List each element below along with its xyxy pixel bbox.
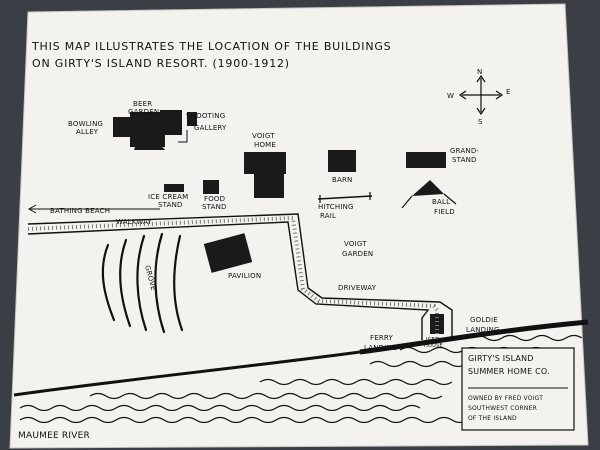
ice-house-building: [430, 314, 444, 334]
compass-north: N: [477, 68, 482, 76]
label-ice-house-2: HOUSE: [424, 343, 443, 349]
label-food-1: FOOD: [204, 195, 225, 203]
label-bathing-beach: BATHING BEACH: [50, 207, 110, 215]
label-voigt-garden-2: GARDEN: [342, 250, 373, 258]
pavilion-building: [203, 233, 253, 273]
label-goldie-1: GOLDIE: [470, 316, 498, 324]
label-ice-cream-2: STAND: [158, 201, 183, 209]
barn-building: [328, 150, 356, 172]
label-hitching-2: RAIL: [320, 212, 336, 220]
label-beer-garden-2: GARDEN: [128, 108, 159, 116]
label-bowling-2: ALLEY: [76, 128, 99, 136]
grandstand-building: [406, 152, 446, 168]
label-ice-cream-1: ICE CREAM: [148, 193, 188, 201]
label-voigt-home-1: VOIGT: [252, 132, 275, 140]
label-ferry-1: FERRY: [370, 334, 394, 342]
label-river: MAUMEE RIVER: [18, 431, 90, 441]
label-barn: BARN: [332, 176, 353, 184]
legend-line2: SUMMER HOME CO.: [468, 367, 550, 376]
compass-west: W: [447, 92, 454, 100]
ice-cream-stand-building: [164, 184, 184, 192]
legend-line4: SOUTHWEST CORNER: [468, 405, 537, 412]
bowling-alley-building: [134, 144, 165, 150]
label-ferry-2: LANDING: [364, 344, 398, 352]
label-driveway: DRIVEWAY: [338, 284, 377, 292]
beer-garden-building: [113, 110, 182, 147]
shooting-gallery-arrow: [178, 130, 188, 143]
food-stand-building: [203, 180, 219, 194]
map-title-line1: THIS MAP ILLUSTRATES THE LOCATION OF THE…: [31, 40, 391, 53]
compass-east: E: [506, 88, 511, 96]
grove-trees: [101, 232, 184, 334]
ball-field-diamond: [401, 180, 457, 209]
label-shooting-1: SHOOTING: [186, 112, 225, 120]
legend-line3: OWNED BY FRED VOIGT: [468, 395, 543, 402]
label-ball-field-2: FIELD: [434, 208, 455, 216]
compass-rose: N S W E: [447, 68, 511, 126]
voigt-home-building: [244, 152, 286, 198]
label-ice-house-1: ICE: [426, 337, 435, 343]
label-food-2: STAND: [202, 203, 227, 211]
label-walkway: WALKWAY: [116, 218, 153, 226]
label-shooting-2: GALLERY: [194, 124, 227, 132]
legend-line1: GIRTY'S ISLAND: [468, 354, 534, 363]
river-shoreline: [13, 319, 589, 397]
map-title-line2: ON GIRTY'S ISLAND RESORT. (1900-1912): [32, 57, 290, 70]
label-goldie-2: LANDING: [466, 326, 500, 334]
legend-line5: OF THE ISLAND: [468, 415, 517, 422]
label-voigt-home-2: HOME: [254, 141, 276, 149]
label-grandstand-1: GRAND-: [450, 147, 479, 155]
compass-south: S: [478, 118, 483, 126]
label-beer-garden-1: BEER: [133, 100, 152, 108]
hitching-rail: [317, 195, 373, 200]
label-grandstand-2: STAND: [452, 156, 477, 164]
label-voigt-garden-1: VOIGT: [344, 240, 367, 248]
label-pavilion: PAVILION: [228, 272, 261, 280]
label-bowling-1: BOWLING: [68, 120, 103, 128]
legend-box: [461, 347, 575, 431]
label-ball-field-1: BALL: [432, 198, 450, 206]
walkway-path: [27, 213, 453, 340]
shooting-gallery-building: [187, 112, 197, 126]
label-hitching-1: HITCHING: [318, 203, 354, 211]
